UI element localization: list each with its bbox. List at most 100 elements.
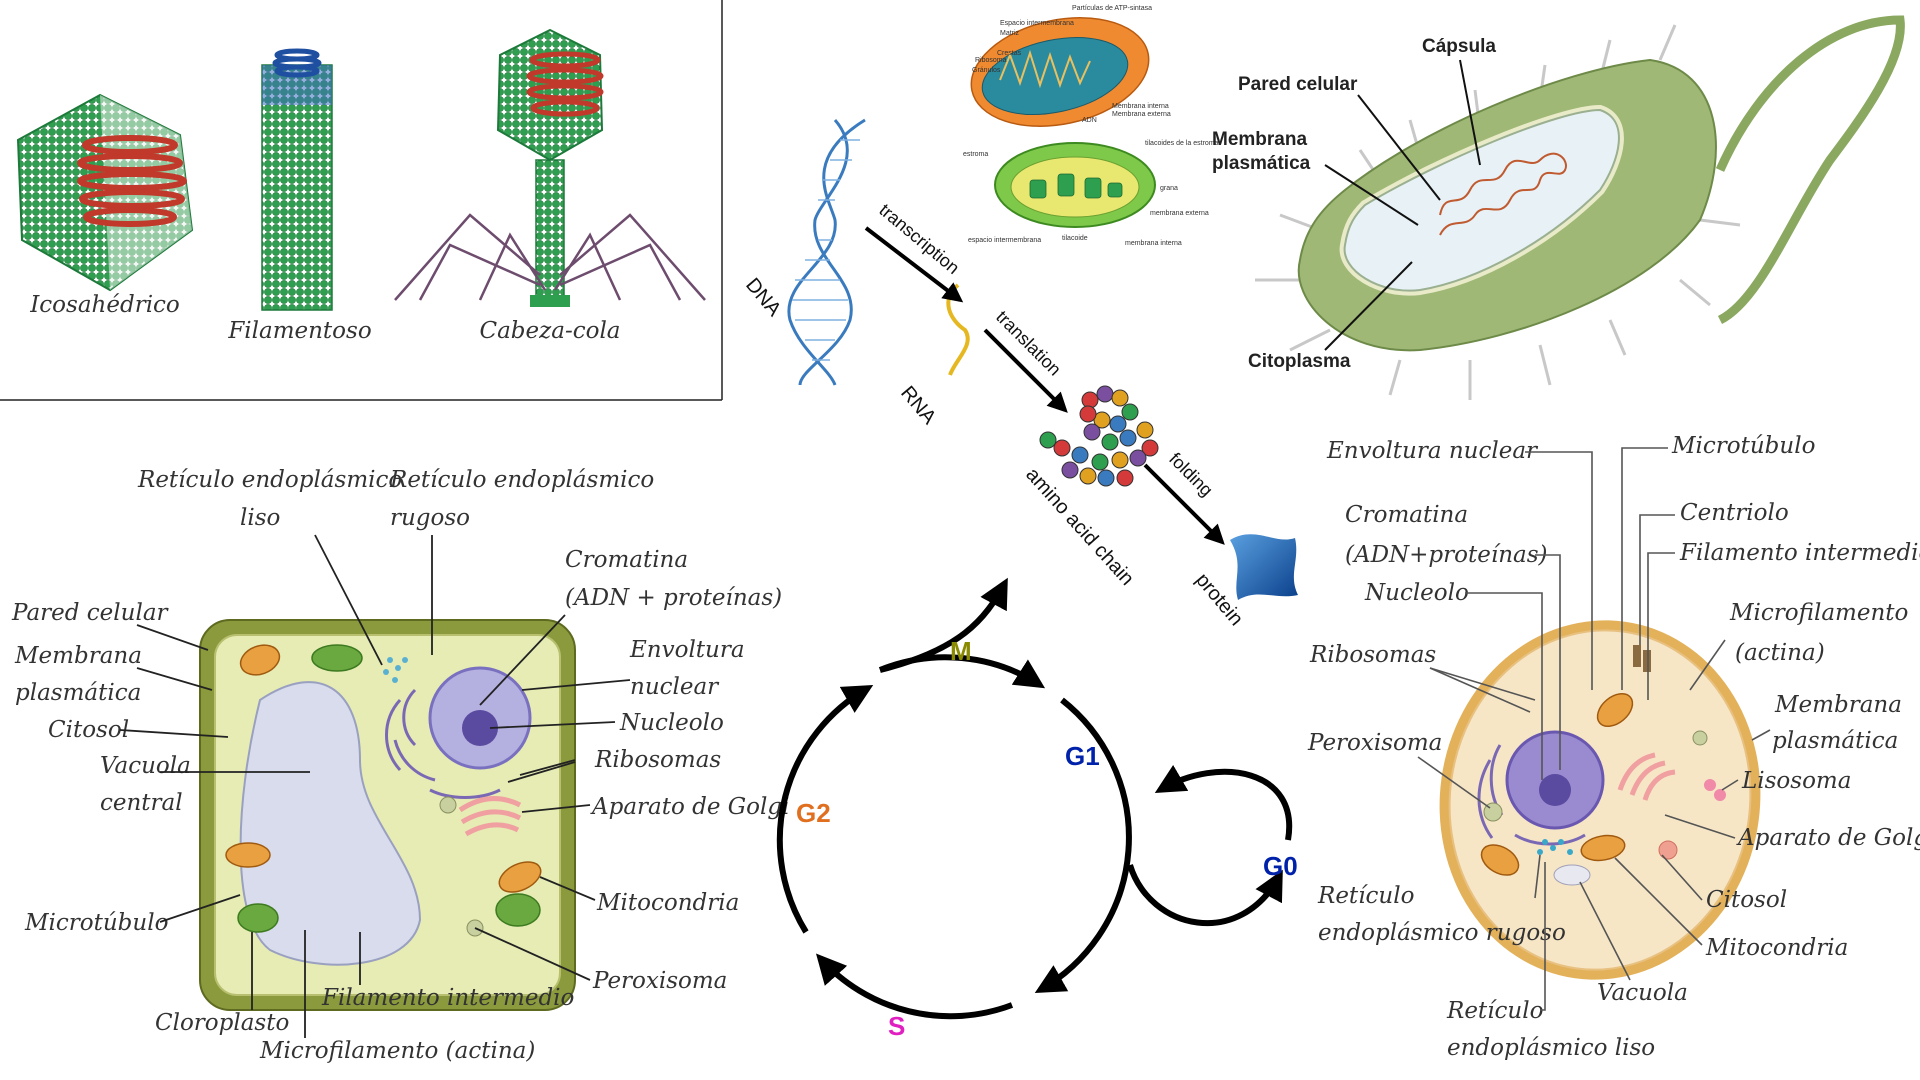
plant-rer-label-2: rugoso: [390, 505, 470, 531]
dna-helix: [787, 118, 866, 386]
animal-golgi-label: Aparato de Golgi: [1736, 825, 1920, 851]
plant-nucleolus-label: Nucleolo: [619, 710, 724, 736]
plant-membrane-label-1: Membrana: [14, 643, 142, 669]
plant-peroxisome-label: Peroxisoma: [592, 968, 727, 994]
bacteria-capsule-label: Cápsula: [1422, 36, 1496, 57]
animal-ribosomes-label: Ribosomas: [1309, 642, 1436, 668]
cycle-g2-label: G2: [796, 798, 831, 828]
animal-cell: [1439, 620, 1761, 980]
chloro-label: estroma: [963, 151, 988, 158]
animal-vacuole: [1553, 864, 1591, 886]
chloro-label: tilacoides de la estroma: [1145, 140, 1219, 147]
cycle-g1-label: G1: [1065, 741, 1100, 771]
plant-wall-label: Pared celular: [11, 600, 170, 626]
cycle-arrow-g2-m: [776, 685, 874, 934]
mito-label: Gránulos: [972, 67, 1001, 74]
plant-cytosol-label: Citosol: [48, 717, 129, 743]
animal-vacuole-label: Vacuola: [1597, 980, 1688, 1006]
cycle-m-label: M: [950, 636, 972, 666]
plant-chromatin-label-1: Cromatina: [565, 547, 688, 573]
mito-label: Matriz: [1000, 30, 1020, 37]
plant-rel-label-1: Retículo endoplásmico: [137, 467, 402, 493]
chloro-label: grana: [1160, 185, 1178, 192]
animal-rer-label-1: Retículo: [1317, 883, 1414, 909]
plant-mitochondria-label: Mitocondria: [596, 890, 739, 916]
animal-membrane-label-2: plasmática: [1772, 728, 1898, 754]
animal-rel-label-1: Retículo: [1446, 998, 1543, 1024]
bacteria-wall-label: Pared celular: [1238, 74, 1358, 95]
transcription-label: transcription: [875, 200, 963, 278]
animal-mitochondria-label: Mitocondria: [1705, 935, 1848, 961]
bacteria-membrane-label-2: plasmática: [1212, 153, 1311, 174]
plant-envelope-label-2: nuclear: [630, 674, 720, 700]
central-vacuole: [239, 681, 422, 966]
filamentous-label: Filamentoso: [227, 318, 371, 344]
mito-label: Membrana interna: [1112, 103, 1169, 110]
plant-microfilament-label: Microfilamento (actina): [259, 1038, 535, 1064]
cycle-arrow-from-g0: [1154, 764, 1293, 841]
dna-label: DNA: [741, 274, 785, 321]
animal-chromatin-label-2: (ADN+proteínas): [1345, 542, 1548, 568]
plant-cell: [199, 619, 576, 1011]
plant-nucleolus: [462, 710, 498, 746]
virus-panel: Icosahédrico Filamentoso: [0, 0, 723, 401]
plant-vacuole-label-2: central: [100, 790, 183, 816]
mito-label: Partículas de ATP-sintasa: [1072, 5, 1152, 12]
folding-arrow: [1143, 463, 1225, 545]
animal-cell-labels: Envoltura nuclear Microtúbulo Cromatina …: [1307, 433, 1920, 1061]
protein-shape: [1230, 534, 1298, 600]
head-tail-label: Cabeza-cola: [479, 318, 620, 344]
animal-rel-label-2: endoplásmico liso: [1447, 1035, 1655, 1061]
chloroplast-diagram: estroma tilacoides de la estroma grana m…: [963, 140, 1219, 247]
mito-label: Membrana externa: [1112, 111, 1171, 118]
cycle-arrow-m-exit: [879, 577, 1008, 673]
mito-label: ADN: [1082, 117, 1097, 124]
cycle-g0-label: G0: [1263, 851, 1298, 881]
cycle-arrow-s-g2: [815, 953, 1014, 1020]
plant-microtubule-label: Microtúbulo: [24, 910, 168, 936]
transcription-arrow: [864, 226, 964, 303]
cycle-arrow-to-g0: [1127, 864, 1283, 927]
animal-microfilament-label-1: Microfilamento: [1729, 600, 1908, 626]
amino-acid-chain: [1039, 385, 1159, 487]
icosahedral-label: Icosahédrico: [29, 292, 180, 318]
bacteria-leader-lines: [1324, 59, 1481, 351]
bacteria-membrane-label-1: Membrana: [1212, 129, 1307, 150]
cycle-arrow-g1-s: [1034, 697, 1132, 993]
animal-microtubule-label: Microtúbulo: [1671, 433, 1815, 459]
chloro-label: membrana interna: [1125, 240, 1182, 247]
bacterium: [1255, 15, 1905, 400]
plant-chloroplast-label: Cloroplasto: [155, 1010, 289, 1036]
chloro-label: espacio intermembrana: [968, 237, 1041, 244]
plant-intermediate-label: Filamento intermedio: [321, 985, 574, 1011]
animal-envelope-label: Envoltura nuclear: [1326, 438, 1539, 464]
translation-arrow: [983, 328, 1068, 413]
mitochondrion-diagram: Partículas de ATP-sintasa Espacio interm…: [970, 5, 1171, 127]
animal-cytosol-label: Citosol: [1706, 887, 1787, 913]
animal-microfilament-label-2: (actina): [1735, 640, 1825, 666]
plant-membrane-label-2: plasmática: [15, 680, 141, 706]
plant-cell-labels: Retículo endoplásmico liso Retículo endo…: [11, 467, 789, 1064]
plant-vacuole-label-1: Vacuola: [100, 753, 191, 779]
head-tail-virus: [394, 28, 706, 307]
animal-centriole-label: Centriolo: [1680, 500, 1789, 526]
chloro-label: membrana externa: [1150, 210, 1209, 217]
mito-label: Ribosoma: [975, 57, 1007, 64]
plant-chromatin-label-2: (ADN + proteínas): [565, 585, 782, 611]
animal-rer-label-2: endoplásmico rugoso: [1318, 920, 1566, 946]
animal-membrane-label-1: Membrana: [1774, 692, 1902, 718]
bacteria-cytoplasm-label: Citoplasma: [1248, 351, 1351, 372]
animal-lysosome-label: Lisosoma: [1741, 768, 1851, 794]
icosahedral-virus: [16, 93, 194, 292]
plant-rel-label-2: liso: [240, 505, 280, 531]
rna-label: RNA: [896, 382, 940, 429]
filamentous-virus: [261, 48, 333, 311]
cell-cycle: [776, 577, 1293, 1020]
mito-label: Crestas: [997, 50, 1022, 57]
cycle-s-label: S: [888, 1011, 905, 1041]
plant-leader-lines: [119, 534, 631, 1038]
mito-label: Espacio intermembrana: [1000, 20, 1074, 27]
animal-intermediate-label: Filamento intermedio: [1679, 540, 1920, 566]
plant-ribosomes-label: Ribosomas: [594, 747, 721, 773]
